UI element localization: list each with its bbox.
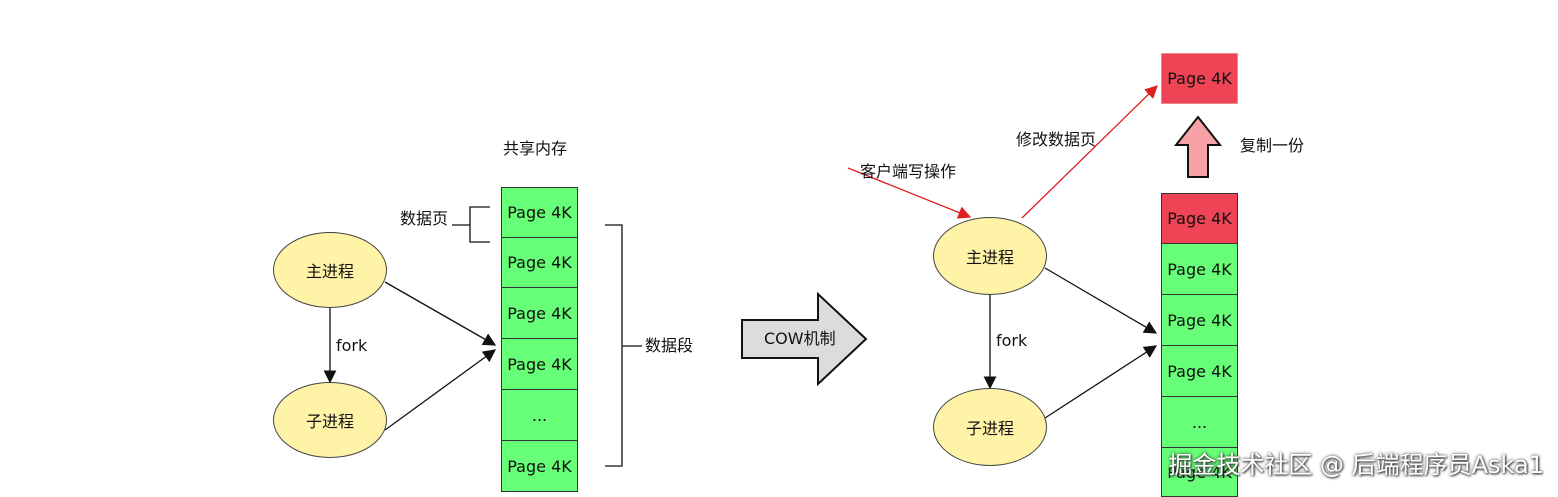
memory-page: Page 4K	[1161, 243, 1238, 295]
client-write-label: 客户端写操作	[860, 162, 957, 181]
memory-page: Page 4K	[501, 187, 578, 238]
main-process-label: 主进程	[965, 248, 1014, 267]
main-process-right: 主进程	[933, 217, 1047, 295]
memory-page: Page 4K	[501, 440, 578, 492]
shared-memory-label: 共享内存	[503, 139, 568, 158]
client-write-arrow	[847, 167, 972, 219]
watermark: 掘金技术社区 @ 后端程序员Aska1	[1168, 451, 1544, 479]
memory-page: Page 4K	[1161, 345, 1238, 397]
fork-label-left: fork	[336, 336, 368, 355]
memory-page-ellipsis: ...	[1161, 396, 1238, 448]
memory-page: Page 4K	[1161, 447, 1238, 497]
fork-label-right: fork	[996, 331, 1028, 350]
child-to-memory-arrow-right	[1044, 345, 1158, 419]
main-to-memory-arrow-right	[1044, 267, 1158, 334]
copied-page: Page 4K	[1161, 53, 1238, 104]
child-process-left: 子进程	[273, 382, 387, 458]
main-to-memory-arrow	[384, 281, 497, 346]
memory-page-modified: Page 4K	[1161, 193, 1238, 244]
memory-page: Page 4K	[501, 237, 578, 288]
data-page-label: 数据页	[400, 209, 449, 228]
memory-page: Page 4K	[501, 287, 578, 339]
modify-page-label: 修改数据页	[1016, 130, 1097, 149]
child-to-memory-arrow	[384, 349, 497, 431]
modify-page-arrow	[1021, 85, 1158, 219]
data-segment-label: 数据段	[645, 336, 694, 355]
main-process-left: 主进程	[273, 232, 387, 308]
memory-page: Page 4K	[501, 338, 578, 390]
child-process-label: 子进程	[965, 419, 1014, 438]
copy-up-arrow	[1173, 115, 1223, 178]
cow-mechanism-label: COW机制	[764, 329, 836, 348]
data-segment-bracket	[605, 224, 642, 467]
data-page-bracket	[452, 206, 490, 243]
child-process-label: 子进程	[305, 412, 354, 431]
cow-big-arrow	[741, 291, 868, 387]
memory-page: Page 4K	[1161, 294, 1238, 346]
main-process-label: 主进程	[305, 262, 354, 281]
child-process-right: 子进程	[933, 388, 1047, 466]
copy-label: 复制一份	[1240, 136, 1305, 155]
memory-page-ellipsis: ...	[501, 389, 578, 441]
